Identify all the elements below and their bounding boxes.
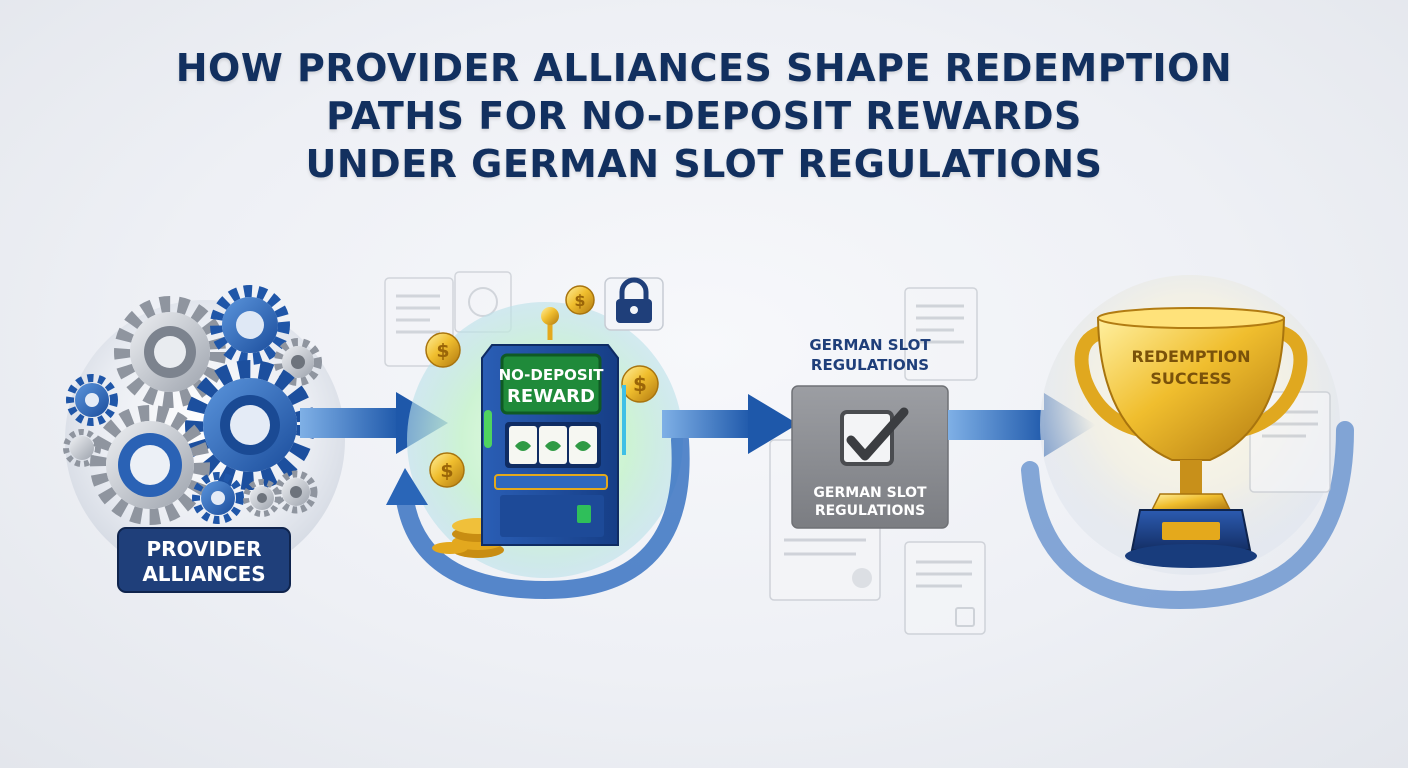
svg-text:$: $: [440, 460, 453, 482]
title-line-3: UNDER GERMAN SLOT REGULATIONS: [305, 142, 1103, 186]
reward-loop-arrow: [396, 431, 690, 600]
provider-label-line-2: ALLIANCES: [142, 562, 265, 586]
checkmark-icon: [840, 407, 909, 466]
regulations-box-line-2: REGULATIONS: [815, 503, 925, 519]
trophy-icon: REDEMPTION SUCCESS: [1074, 307, 1308, 568]
trophy-line-2: SUCCESS: [1150, 369, 1231, 388]
svg-text:$: $: [436, 340, 449, 362]
provider-alliances-stage: PROVIDER ALLIANCES: [63, 285, 345, 593]
provider-label-line-1: PROVIDER: [146, 537, 261, 561]
svg-text:$: $: [574, 291, 585, 310]
reward-screen-line-1: NO-DEPOSIT: [499, 366, 605, 384]
lock-icon: [604, 277, 664, 331]
provider-alliances-badge: [117, 527, 291, 593]
regulations-top-line-2: REGULATIONS: [811, 356, 929, 374]
title-line-2: PATHS FOR NO-DEPOSIT REWARDS: [326, 94, 1082, 138]
gear-icon: [63, 285, 322, 525]
redemption-success-stage: REDEMPTION SUCCESS: [1021, 275, 1354, 610]
title-line-1: HOW PROVIDER ALLIANCES SHAPE REDEMPTION: [175, 46, 1233, 90]
success-loop-arrow: [1021, 421, 1354, 610]
slot-machine: NO-DEPOSIT REWARD: [481, 307, 626, 546]
page-title: HOW PROVIDER ALLIANCES SHAPE REDEMPTION …: [0, 44, 1408, 188]
no-deposit-reward-stage: $ $ $ $ NO-DEPOSIT REWARD: [384, 271, 690, 600]
reward-loop-arrowhead: [386, 468, 428, 505]
flow-arrow-2: [662, 394, 798, 454]
reward-screen-line-2: REWARD: [507, 386, 595, 407]
regulations-top-line-1: GERMAN SLOT: [809, 336, 931, 354]
german-slot-regulations-stage: GERMAN SLOT REGULATIONS GERMAN SLOT REGU…: [769, 287, 986, 635]
regulations-box-line-1: GERMAN SLOT: [813, 485, 927, 501]
trophy-line-1: REDEMPTION: [1132, 347, 1251, 366]
reward-screen: [500, 353, 602, 415]
svg-text:$: $: [633, 372, 647, 396]
